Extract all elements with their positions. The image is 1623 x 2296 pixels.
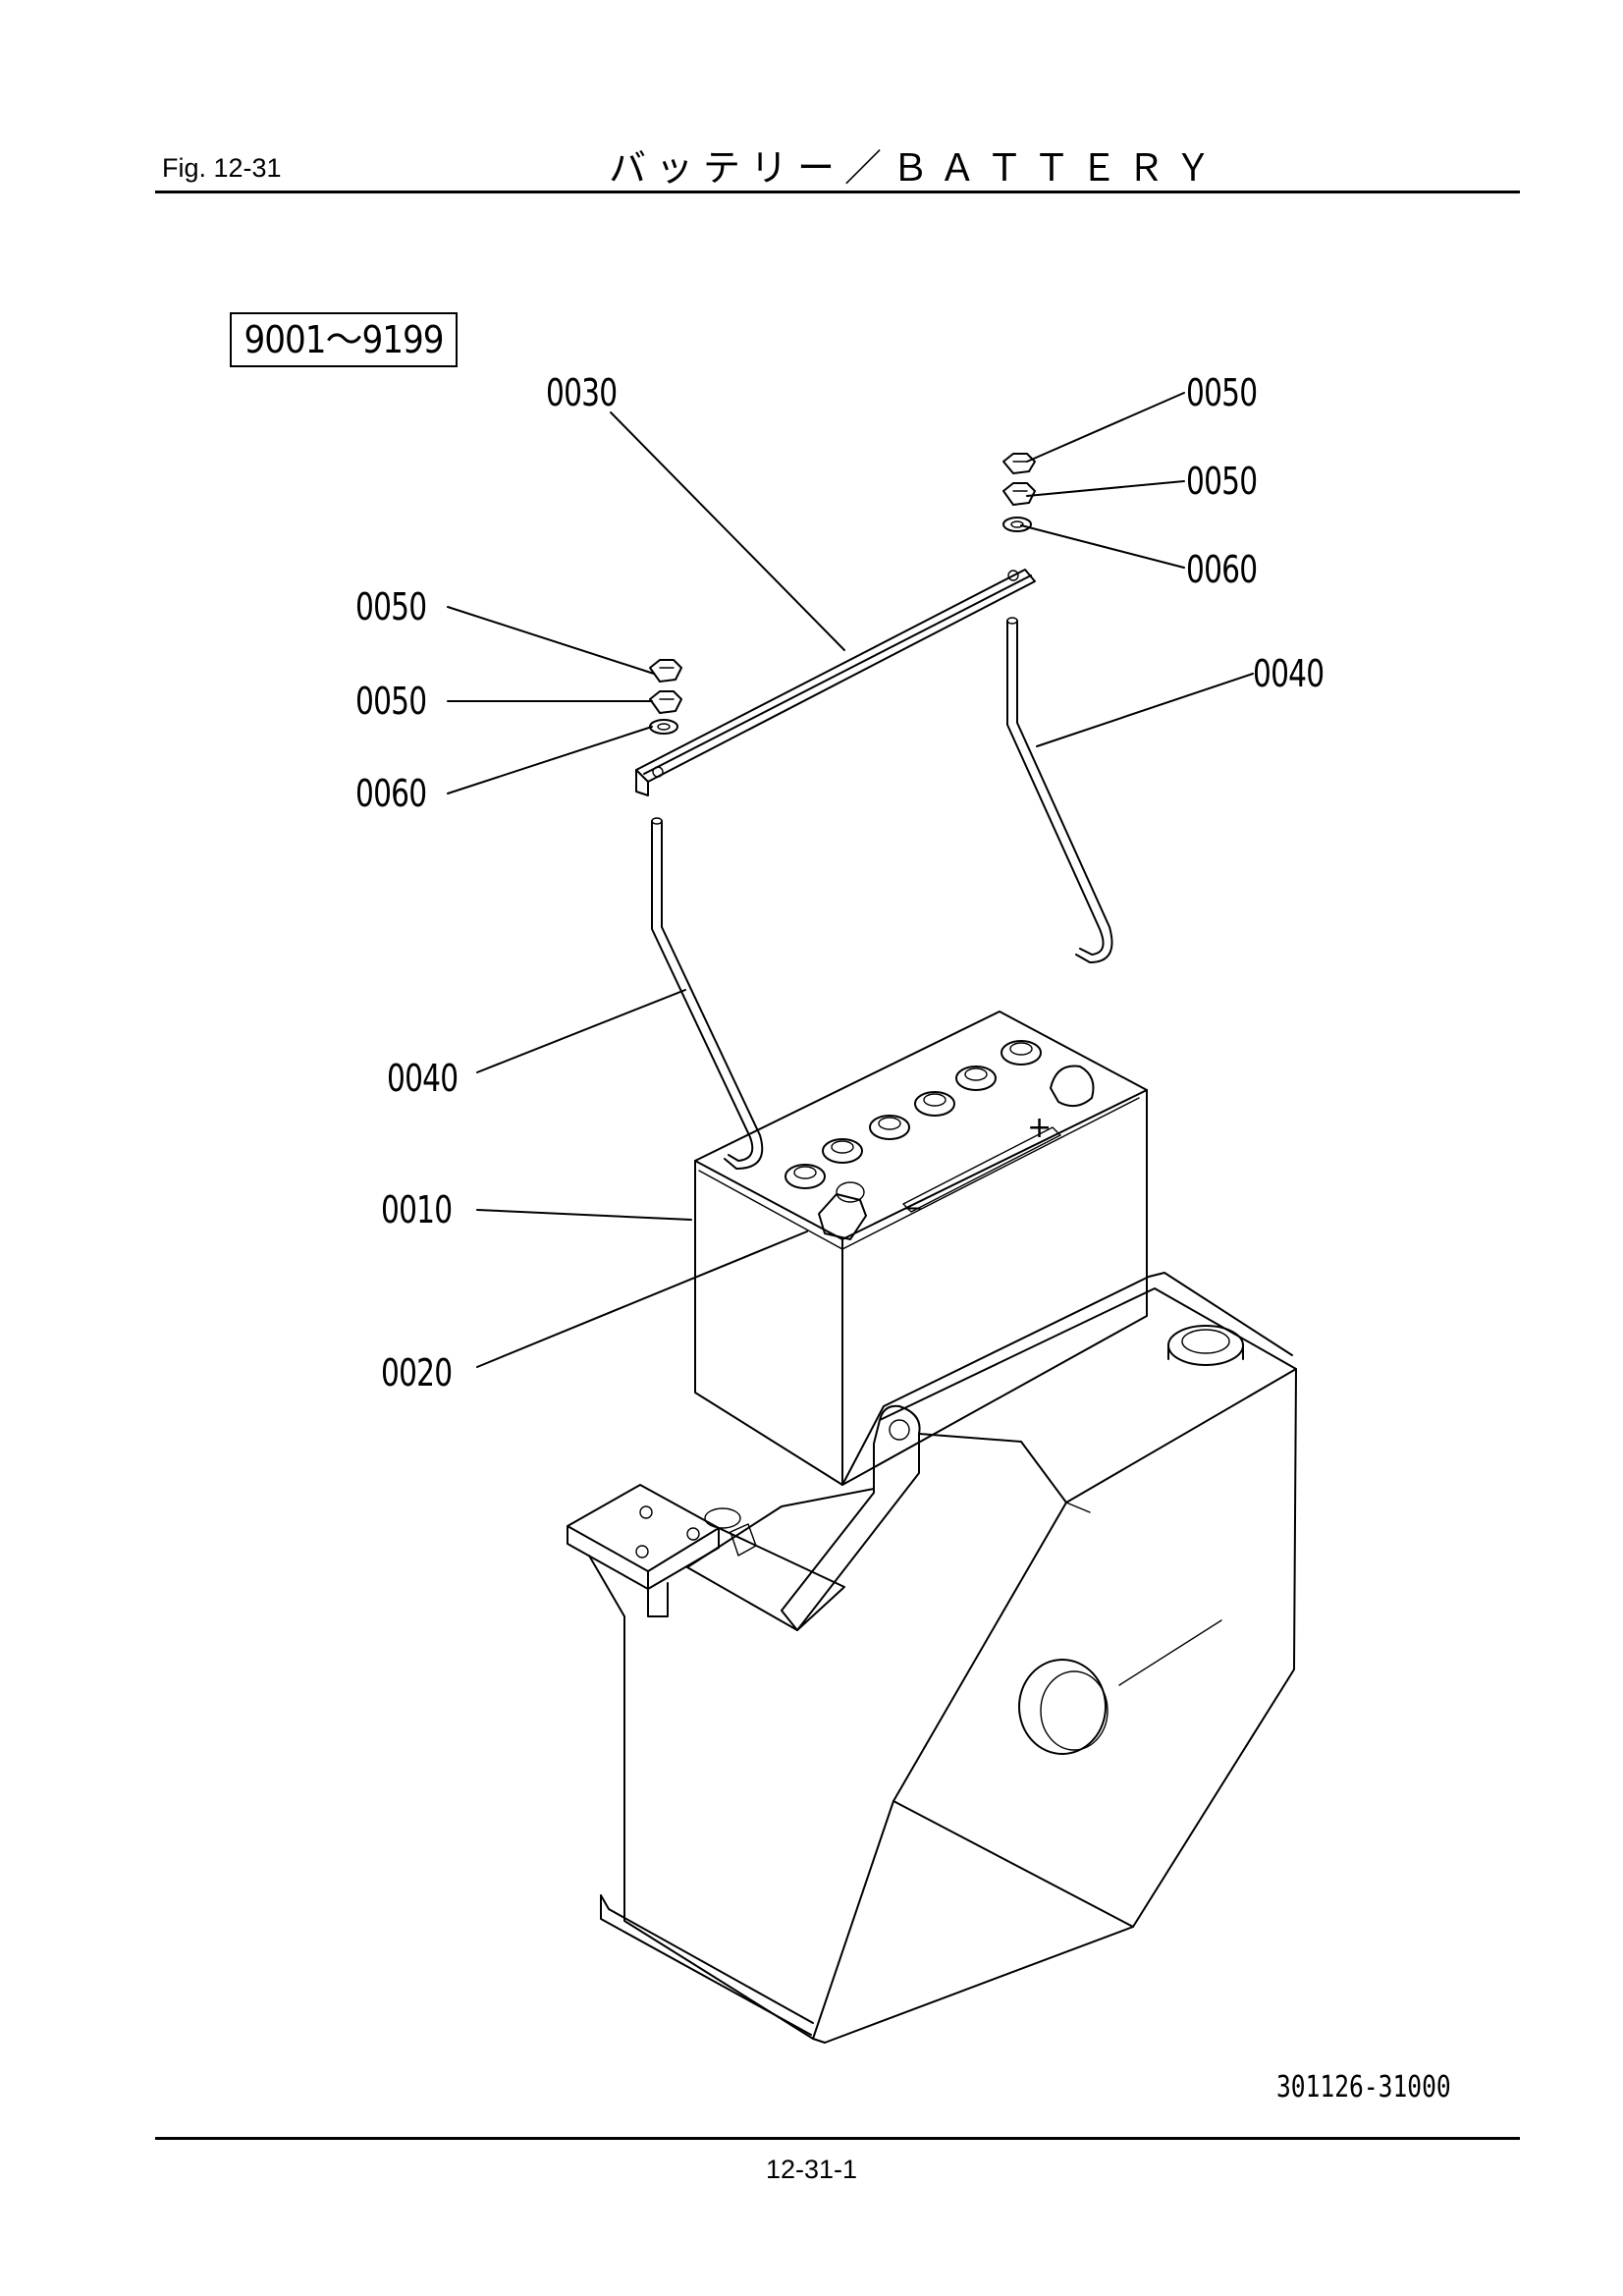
battery (694, 1011, 1148, 1486)
j-bolt-right (1006, 617, 1113, 963)
callout-0050-upper-left: 0050 (355, 585, 427, 629)
tank-housing (567, 1272, 1297, 2044)
plus-sign: + (1027, 1111, 1052, 1145)
page-number: 12-31-1 (765, 2155, 858, 2184)
callout-0040-right: 0040 (1253, 652, 1325, 695)
hold-down-bar (635, 569, 1036, 796)
nut-washer-left (649, 659, 682, 735)
callout-0050-lower-right: 0050 (1186, 460, 1258, 503)
page-title: バッテリー／ＢＡＴＴＥＲＹ (609, 146, 1222, 190)
footer-rule (155, 2137, 1520, 2140)
minus-sign: − (903, 1194, 923, 1222)
callout-0030: 0030 (546, 371, 618, 414)
callout-0050-upper-right: 0050 (1186, 371, 1258, 414)
serial-range-box: 9001～9199 (230, 312, 458, 367)
callout-0050-lower-left: 0050 (355, 680, 427, 723)
drawing-number: 301126-31000 (1276, 2070, 1451, 2105)
header-rule (155, 191, 1520, 193)
callout-0060-right: 0060 (1186, 548, 1258, 591)
callout-0060-left: 0060 (355, 772, 427, 815)
leader-lines (447, 392, 1254, 1368)
j-bolt-left (651, 817, 764, 1170)
callout-0020: 0020 (381, 1351, 453, 1394)
callout-0010: 0010 (381, 1188, 453, 1231)
nut-washer-right (1002, 453, 1036, 532)
figure-number: Fig. 12-31 (162, 153, 282, 183)
callout-0040-left: 0040 (387, 1057, 459, 1100)
